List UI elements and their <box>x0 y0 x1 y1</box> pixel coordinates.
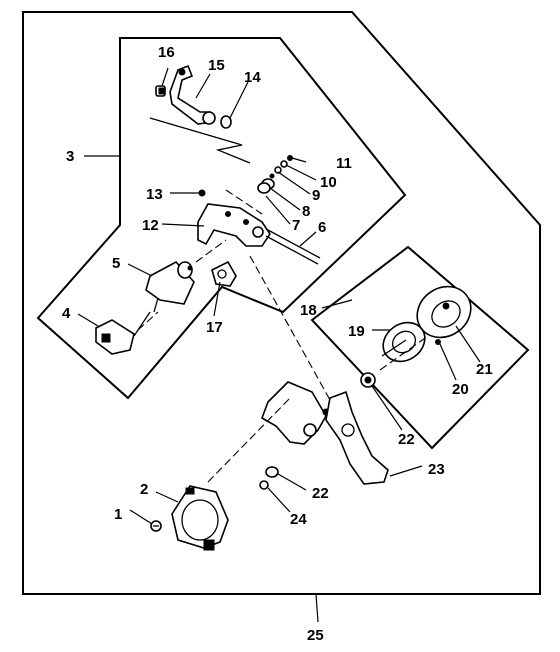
callout-2: 2 <box>140 481 148 498</box>
part-22-washer-upper <box>360 372 376 388</box>
part-4-switch <box>95 311 151 355</box>
callout-13: 13 <box>146 186 163 203</box>
callout-17: 17 <box>206 319 223 336</box>
part-19-gear <box>381 321 426 363</box>
part-20-pin <box>435 339 441 345</box>
callout-9: 9 <box>312 187 320 204</box>
assembly-line-switch <box>137 311 159 331</box>
part-22-washer-lower <box>265 466 279 478</box>
part-5-solenoid <box>145 260 195 313</box>
assembly-line-solenoid <box>195 239 227 263</box>
callout-7: 7 <box>292 217 300 234</box>
callout-22-lower: 22 <box>312 485 329 502</box>
part-16-spring <box>155 85 166 97</box>
leaders <box>77 67 481 623</box>
motor-housing <box>261 381 330 445</box>
callout-4: 4 <box>62 305 71 322</box>
callout-21: 21 <box>476 361 493 378</box>
callout-1: 1 <box>114 506 122 523</box>
assembly-line-spring <box>225 189 263 215</box>
callout-5: 5 <box>112 255 120 272</box>
part-23-crank-arm <box>325 390 389 485</box>
subassembly-18-outline <box>310 245 530 450</box>
callout-3: 3 <box>66 148 74 165</box>
part-6-shaft <box>265 229 321 265</box>
callout-12: 12 <box>142 217 159 234</box>
part-24-screw <box>259 480 269 490</box>
callout-23: 23 <box>428 461 445 478</box>
assembly-outline <box>22 11 541 595</box>
part-1-screw <box>150 520 162 532</box>
callout-20: 20 <box>452 381 469 398</box>
callout-24: 24 <box>290 511 307 528</box>
subassembly-3-notch <box>149 117 251 164</box>
callout-16: 16 <box>158 44 175 61</box>
part-17-plate <box>211 260 237 287</box>
callout-15: 15 <box>208 57 225 74</box>
part-11-10-9-small-parts <box>269 155 293 179</box>
part-2-motor <box>171 485 229 551</box>
callout-18: 18 <box>300 302 317 319</box>
assembly-line-disc <box>379 335 429 371</box>
callout-10: 10 <box>320 174 337 191</box>
callout-19: 19 <box>348 323 365 340</box>
callout-6: 6 <box>318 219 326 236</box>
assembly-line-motor <box>207 397 291 483</box>
callout-22-upper: 22 <box>398 431 415 448</box>
part-12-bracket <box>197 203 271 247</box>
part-14-washer <box>220 115 232 129</box>
callout-11: 11 <box>336 155 352 172</box>
part-15-lever <box>169 64 216 125</box>
callout-14: 14 <box>244 69 261 86</box>
callout-25: 25 <box>307 627 324 644</box>
subassembly-3-outline <box>36 37 407 400</box>
assembly-line-upper <box>249 255 331 401</box>
part-8-spring <box>257 178 275 194</box>
callout-8: 8 <box>302 203 310 220</box>
